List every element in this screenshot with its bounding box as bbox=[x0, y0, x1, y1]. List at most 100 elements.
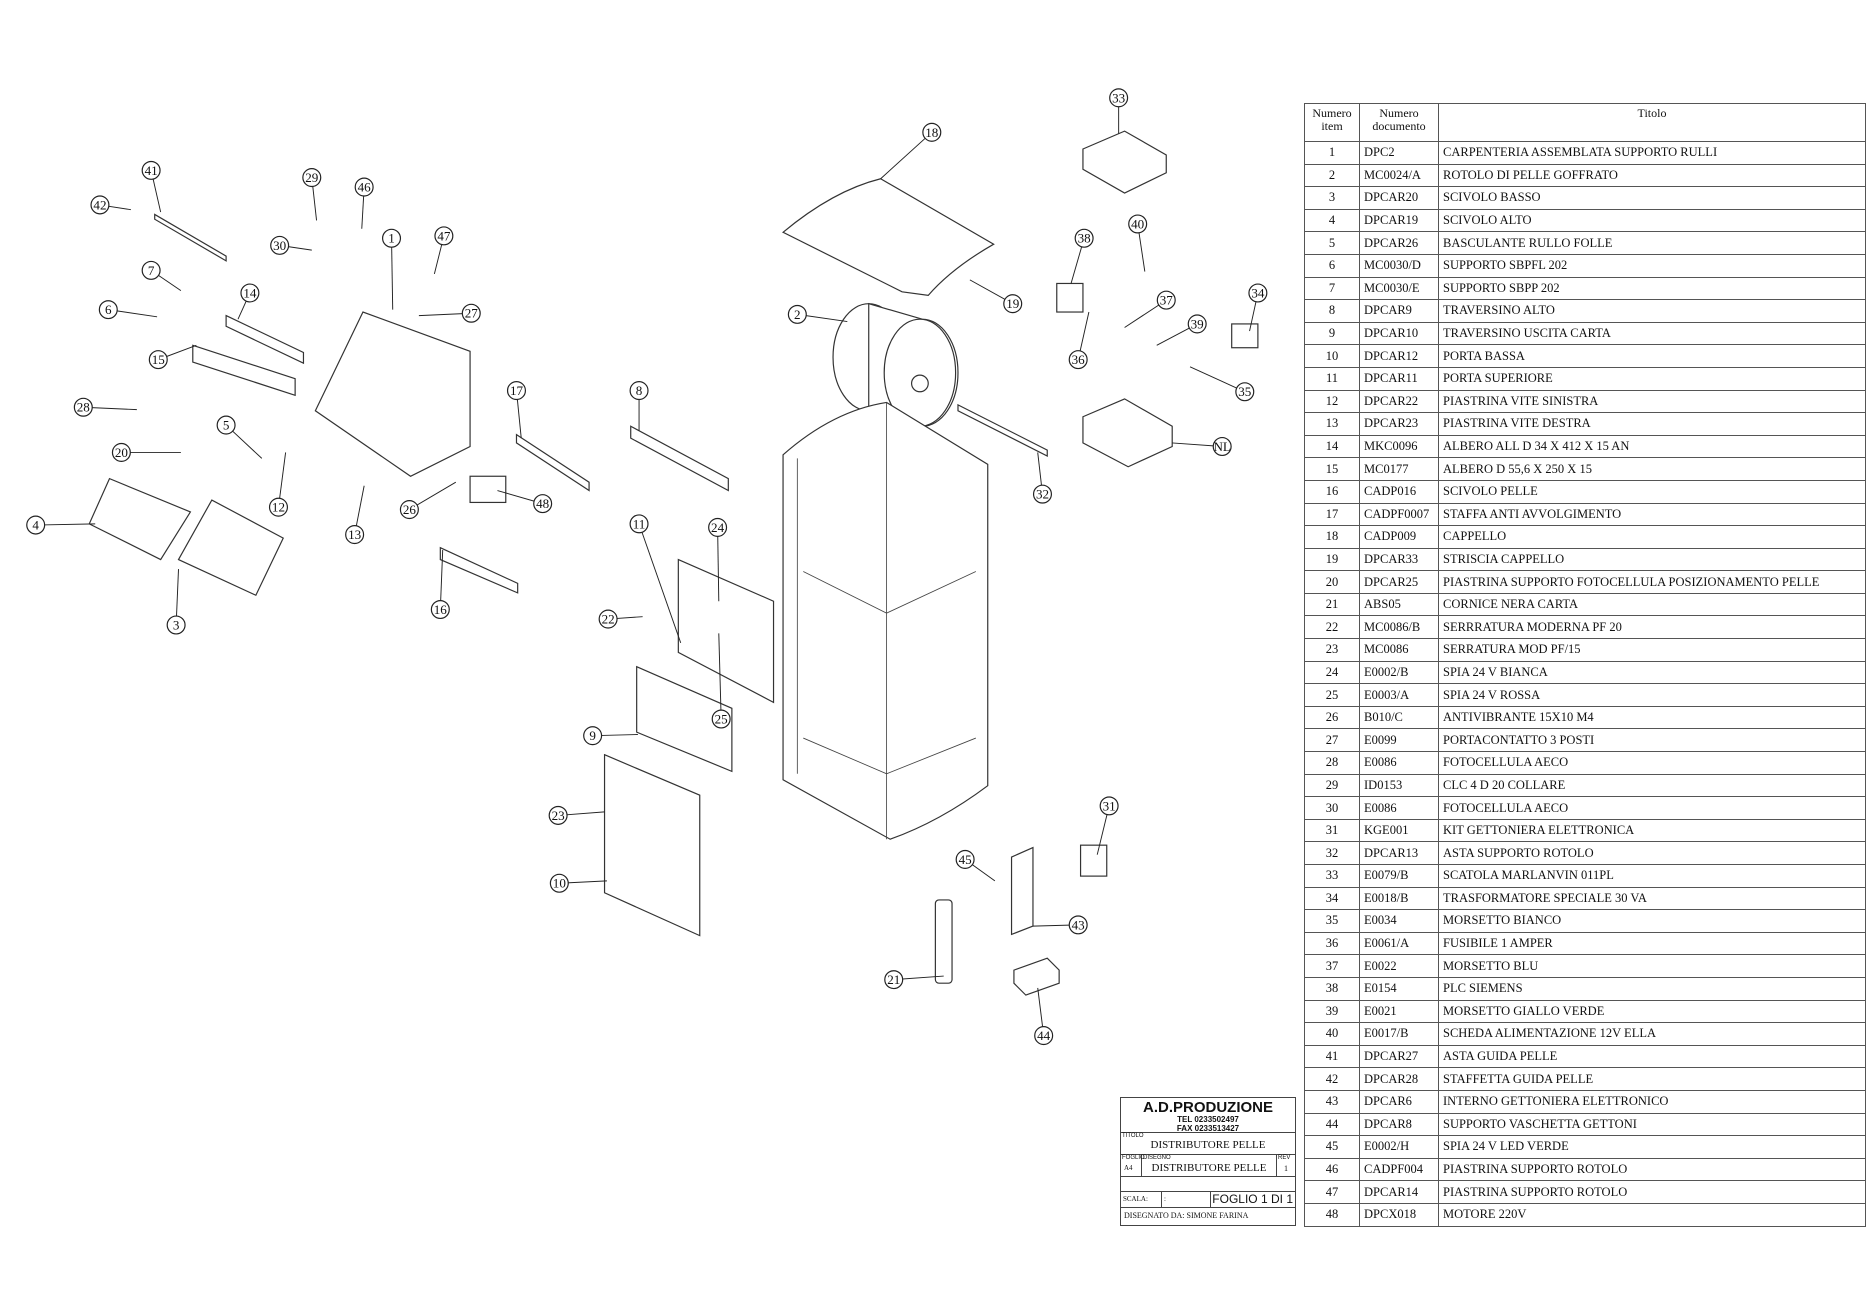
bom-title: SUPPORTO SBPFL 202 bbox=[1438, 253, 1866, 278]
bom-title: TRAVERSINO ALTO bbox=[1438, 299, 1866, 323]
item-balloon: 45 bbox=[955, 849, 996, 882]
bom-document-number: DPCAR10 bbox=[1359, 321, 1439, 346]
company-name: A.D.PRODUZIONE bbox=[1142, 1099, 1273, 1116]
balloon-label: 44 bbox=[1037, 1028, 1051, 1043]
balloon-circle bbox=[506, 381, 527, 401]
balloon-label: 22 bbox=[602, 612, 615, 627]
part-motor bbox=[469, 475, 507, 504]
bom-title: SERRATURA MOD PF/15 bbox=[1438, 638, 1866, 662]
bom-document-number: E0086 bbox=[1359, 751, 1439, 775]
bom-title: PIASTRINA VITE DESTRA bbox=[1438, 412, 1866, 436]
leader-line bbox=[638, 523, 682, 644]
bom-document-number: DPCAR33 bbox=[1359, 547, 1439, 572]
bom-title: ROTOLO DI PELLE GOFFRATO bbox=[1438, 163, 1866, 188]
bom-document-number: E0021 bbox=[1359, 999, 1439, 1024]
bom-title: ANTIVIBRANTE 15X10 M4 bbox=[1438, 705, 1866, 730]
bom-title: MOTORE 220V bbox=[1438, 1202, 1866, 1227]
balloon-label: 40 bbox=[1131, 216, 1145, 231]
bom-title: PORTACONTATTO 3 POSTI bbox=[1438, 728, 1866, 753]
balloon-label: 29 bbox=[305, 170, 318, 185]
balloon-circle bbox=[1109, 88, 1129, 108]
balloon-circle bbox=[90, 195, 110, 215]
leader-line bbox=[1189, 366, 1245, 393]
bom-document-number: CADPF0007 bbox=[1359, 502, 1439, 527]
bom-item-number: 3 bbox=[1304, 186, 1360, 210]
bom-document-number: CADPF004 bbox=[1359, 1157, 1439, 1182]
balloon-label: 33 bbox=[1112, 90, 1126, 105]
leader-line bbox=[35, 523, 96, 526]
item-balloon: 24 bbox=[708, 517, 728, 602]
item-balloon: 18 bbox=[880, 122, 942, 180]
bom-title: PORTA SUPERIORE bbox=[1438, 366, 1866, 391]
balloon-label: 46 bbox=[358, 180, 372, 195]
drawing-name: DISTRIBUTORE PELLE bbox=[1151, 1162, 1267, 1174]
bom-item-number: 42 bbox=[1304, 1067, 1360, 1091]
bom-title: ALBERO D 55,6 X 250 X 15 bbox=[1438, 457, 1866, 481]
bom-item-number: 12 bbox=[1304, 389, 1360, 414]
bom-item-number: 33 bbox=[1304, 864, 1360, 888]
balloon-label: 12 bbox=[272, 500, 285, 515]
balloon-circle bbox=[270, 235, 290, 255]
item-balloon: 10 bbox=[549, 873, 607, 893]
bom-item-number: 2 bbox=[1304, 163, 1360, 188]
balloon-label: 17 bbox=[510, 383, 524, 398]
balloon-label: 37 bbox=[1160, 293, 1174, 308]
bom-document-number: MC0086/B bbox=[1359, 615, 1439, 640]
bom-document-number: B010/C bbox=[1359, 705, 1439, 730]
bom-document-number: DPCAR9 bbox=[1359, 299, 1439, 323]
item-balloon: 40 bbox=[1128, 214, 1148, 272]
bom-document-number: DPCAR28 bbox=[1359, 1067, 1439, 1091]
bom-document-number: ID0153 bbox=[1359, 773, 1439, 798]
foglio-label: FOGLIO bbox=[1122, 1155, 1145, 1161]
revision: 1 bbox=[1284, 1164, 1288, 1173]
balloon-circle bbox=[548, 805, 568, 825]
item-balloon: 21 bbox=[884, 970, 944, 990]
bom-title: STAFFA ANTI AVVOLGIMENTO bbox=[1438, 502, 1866, 527]
bom-document-number: E0002/B bbox=[1359, 660, 1439, 685]
bom-item-number: 22 bbox=[1304, 615, 1360, 640]
bom-document-number: DPCAR27 bbox=[1359, 1044, 1439, 1069]
bom-item-number: 11 bbox=[1304, 366, 1360, 391]
balloon-circle bbox=[240, 283, 260, 303]
company-fax: FAX 0233513427 bbox=[1176, 1124, 1240, 1133]
balloon-label: 27 bbox=[465, 306, 479, 321]
balloon-label: 43 bbox=[1072, 917, 1086, 932]
item-balloon: 28 bbox=[73, 397, 137, 417]
balloon-label: 45 bbox=[959, 852, 973, 867]
balloon-circle bbox=[73, 397, 93, 417]
item-balloon: 12 bbox=[268, 452, 288, 517]
balloon-circle bbox=[141, 260, 161, 280]
bom-title: PIASTRINA SUPPORTO ROTOLO bbox=[1438, 1157, 1866, 1182]
item-balloon: 36 bbox=[1068, 311, 1090, 370]
part-anti-wind bbox=[515, 433, 590, 492]
bom-document-number: E0002/H bbox=[1359, 1135, 1439, 1159]
bom-item-number: 16 bbox=[1304, 479, 1360, 504]
item-balloon: 17 bbox=[506, 381, 527, 439]
balloon-label: 2 bbox=[794, 307, 801, 322]
leader-line bbox=[718, 633, 722, 720]
balloon-circle bbox=[430, 600, 450, 620]
item-balloon: 32 bbox=[1032, 452, 1053, 504]
bom-document-number: DPCAR20 bbox=[1359, 186, 1439, 210]
balloon-circle bbox=[302, 168, 322, 188]
bom-title: FOTOCELLULA AECO bbox=[1438, 751, 1866, 775]
bom-document-number: E0022 bbox=[1359, 954, 1439, 978]
bom-title: CLC 4 D 20 COLLARE bbox=[1438, 773, 1866, 798]
balloon-circle bbox=[98, 300, 118, 320]
bom-document-number: MC0030/E bbox=[1359, 276, 1439, 301]
bom-item-number: 41 bbox=[1304, 1044, 1360, 1069]
balloon-label: 16 bbox=[434, 602, 448, 617]
bom-title: TRAVERSINO USCITA CARTA bbox=[1438, 321, 1866, 346]
